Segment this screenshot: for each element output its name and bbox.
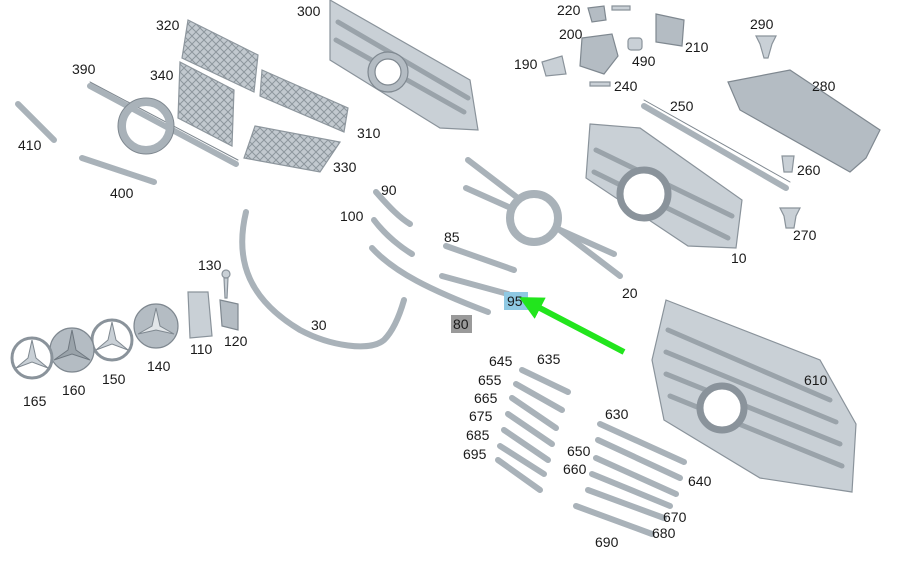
label-280[interactable]: 280 bbox=[812, 78, 836, 94]
label-650[interactable]: 650 bbox=[567, 443, 591, 459]
part-330-mesh-lower bbox=[243, 125, 342, 173]
part-220-clip bbox=[587, 5, 631, 23]
part-20-ring-trim bbox=[463, 157, 623, 279]
part-210-bracket bbox=[655, 13, 685, 47]
part-200-sensor-housing bbox=[579, 33, 619, 75]
part-150-emblem-star bbox=[90, 318, 134, 362]
pointer-arrow bbox=[518, 297, 626, 355]
label-130[interactable]: 130 bbox=[198, 257, 222, 273]
label-635[interactable]: 635 bbox=[537, 351, 561, 367]
label-100[interactable]: 100 bbox=[340, 208, 364, 224]
label-200[interactable]: 200 bbox=[559, 26, 583, 42]
label-645[interactable]: 645 bbox=[489, 353, 513, 369]
part-410-trim bbox=[15, 101, 57, 143]
label-120[interactable]: 120 bbox=[224, 333, 248, 349]
label-160[interactable]: 160 bbox=[62, 382, 86, 398]
part-290-clip bbox=[755, 35, 777, 59]
label-150[interactable]: 150 bbox=[102, 371, 126, 387]
part-300-grille-frame bbox=[329, 0, 479, 131]
label-695[interactable]: 695 bbox=[463, 446, 487, 462]
label-165[interactable]: 165 bbox=[23, 393, 47, 409]
label-675[interactable]: 675 bbox=[469, 408, 493, 424]
label-390[interactable]: 390 bbox=[72, 61, 96, 77]
part-small-slats-left bbox=[495, 367, 571, 493]
label-310[interactable]: 310 bbox=[357, 125, 381, 141]
label-290[interactable]: 290 bbox=[750, 16, 774, 32]
label-300[interactable]: 300 bbox=[297, 3, 321, 19]
part-30-lower-trim bbox=[239, 209, 407, 350]
part-400-trim bbox=[79, 155, 157, 185]
part-390-ring-trim bbox=[87, 81, 239, 167]
label-690[interactable]: 690 bbox=[595, 534, 619, 550]
label-190[interactable]: 190 bbox=[514, 56, 538, 72]
label-260[interactable]: 260 bbox=[797, 162, 821, 178]
label-220[interactable]: 220 bbox=[557, 2, 581, 18]
label-250[interactable]: 250 bbox=[670, 98, 694, 114]
label-320[interactable]: 320 bbox=[156, 17, 180, 33]
label-110[interactable]: 110 bbox=[190, 341, 213, 357]
part-310-mesh-right bbox=[259, 69, 349, 133]
part-130-screw bbox=[221, 269, 231, 299]
part-240-screw bbox=[589, 81, 611, 87]
label-20[interactable]: 20 bbox=[622, 285, 638, 301]
label-630[interactable]: 630 bbox=[605, 406, 629, 422]
label-410[interactable]: 410 bbox=[18, 137, 42, 153]
part-10-grille bbox=[585, 123, 743, 249]
part-85-strip bbox=[443, 243, 517, 273]
label-85[interactable]: 85 bbox=[444, 229, 460, 245]
part-120-bracket bbox=[219, 299, 239, 331]
part-100-strip bbox=[371, 217, 415, 257]
label-10[interactable]: 10 bbox=[731, 250, 747, 266]
part-small-slats-right bbox=[573, 421, 687, 537]
label-330[interactable]: 330 bbox=[333, 159, 357, 175]
part-490-bushing bbox=[627, 37, 643, 51]
label-490[interactable]: 490 bbox=[632, 53, 656, 69]
label-270[interactable]: 270 bbox=[793, 227, 817, 243]
part-270-clip bbox=[779, 207, 801, 229]
part-280-cover-panel bbox=[727, 69, 881, 173]
part-140-emblem-housing bbox=[133, 303, 179, 349]
label-660[interactable]: 660 bbox=[563, 461, 587, 477]
label-80[interactable]: 80 bbox=[453, 316, 469, 332]
label-340[interactable]: 340 bbox=[150, 67, 174, 83]
label-240[interactable]: 240 bbox=[614, 78, 638, 94]
part-160-emblem-badge bbox=[49, 327, 95, 373]
label-655[interactable]: 655 bbox=[478, 372, 502, 388]
part-340-mesh-left bbox=[177, 61, 235, 147]
label-685[interactable]: 685 bbox=[466, 427, 490, 443]
label-210[interactable]: 210 bbox=[685, 39, 709, 55]
part-80-strip bbox=[369, 245, 491, 315]
label-665[interactable]: 665 bbox=[474, 390, 498, 406]
part-250-long-trim bbox=[641, 99, 791, 191]
part-190-cap bbox=[541, 55, 567, 77]
label-30[interactable]: 30 bbox=[311, 317, 327, 333]
part-610-lower-grille bbox=[651, 299, 857, 493]
label-670[interactable]: 670 bbox=[663, 509, 687, 525]
label-640[interactable]: 640 bbox=[688, 473, 712, 489]
part-110-bracket bbox=[187, 291, 213, 339]
label-95[interactable]: 95 bbox=[507, 293, 523, 309]
label-90[interactable]: 90 bbox=[381, 182, 397, 198]
label-140[interactable]: 140 bbox=[147, 358, 171, 374]
label-680[interactable]: 680 bbox=[652, 525, 676, 541]
part-260-clip bbox=[781, 155, 795, 173]
part-90-strip bbox=[373, 189, 413, 227]
part-95-strip bbox=[439, 273, 511, 297]
highlight-80 bbox=[451, 315, 472, 333]
label-610[interactable]: 610 bbox=[804, 372, 828, 388]
part-165-emblem-star bbox=[10, 336, 54, 380]
part-320-mesh-upper bbox=[181, 19, 259, 93]
label-400[interactable]: 400 bbox=[110, 185, 134, 201]
